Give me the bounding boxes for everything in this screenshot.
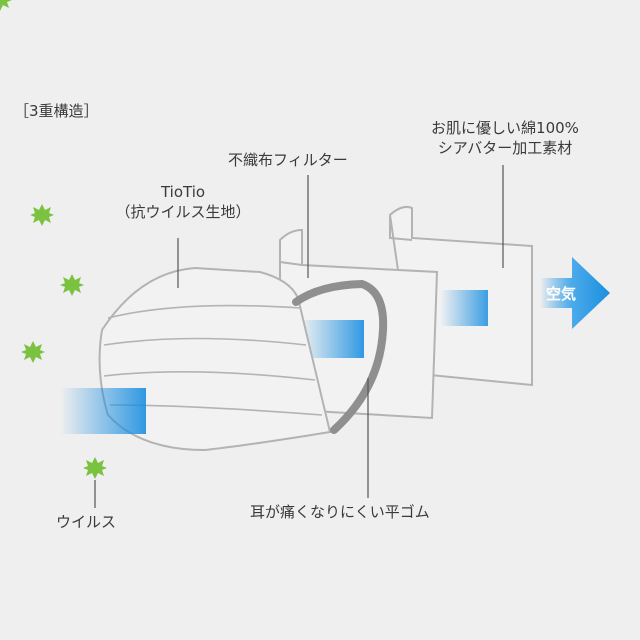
inner-label-line2: シアバター加工素材 [437,139,573,157]
tiotio-outer-layer [98,266,388,452]
tiotio-label-line1: TioTio [160,183,206,201]
virus-icon [21,341,45,363]
filter-label: 不織布フィルター [228,151,348,169]
air-arrow-icon [440,257,610,329]
virus-icon [60,274,84,296]
leader-lines [94,165,504,508]
inner-label-line1: お肌に優しい綿100% [431,119,579,137]
virus-label: ウイルス [56,513,117,531]
air-label: 空気 [546,285,577,303]
air-stream-front [60,388,146,434]
section-title: ［3重構造］ [14,102,99,120]
virus-icon [83,457,107,479]
virus-icon [0,0,12,11]
virus-icon [30,204,54,226]
tiotio-label: TioTio （抗ウイルス生地） [98,182,268,222]
earband-label: 耳が痛くなりにくい平ゴム [250,503,430,521]
tiotio-label-line2: （抗ウイルス生地） [115,203,251,221]
inner-layer-label: お肌に優しい綿100% シアバター加工素材 [400,118,610,158]
flat-ear-band [292,279,388,434]
